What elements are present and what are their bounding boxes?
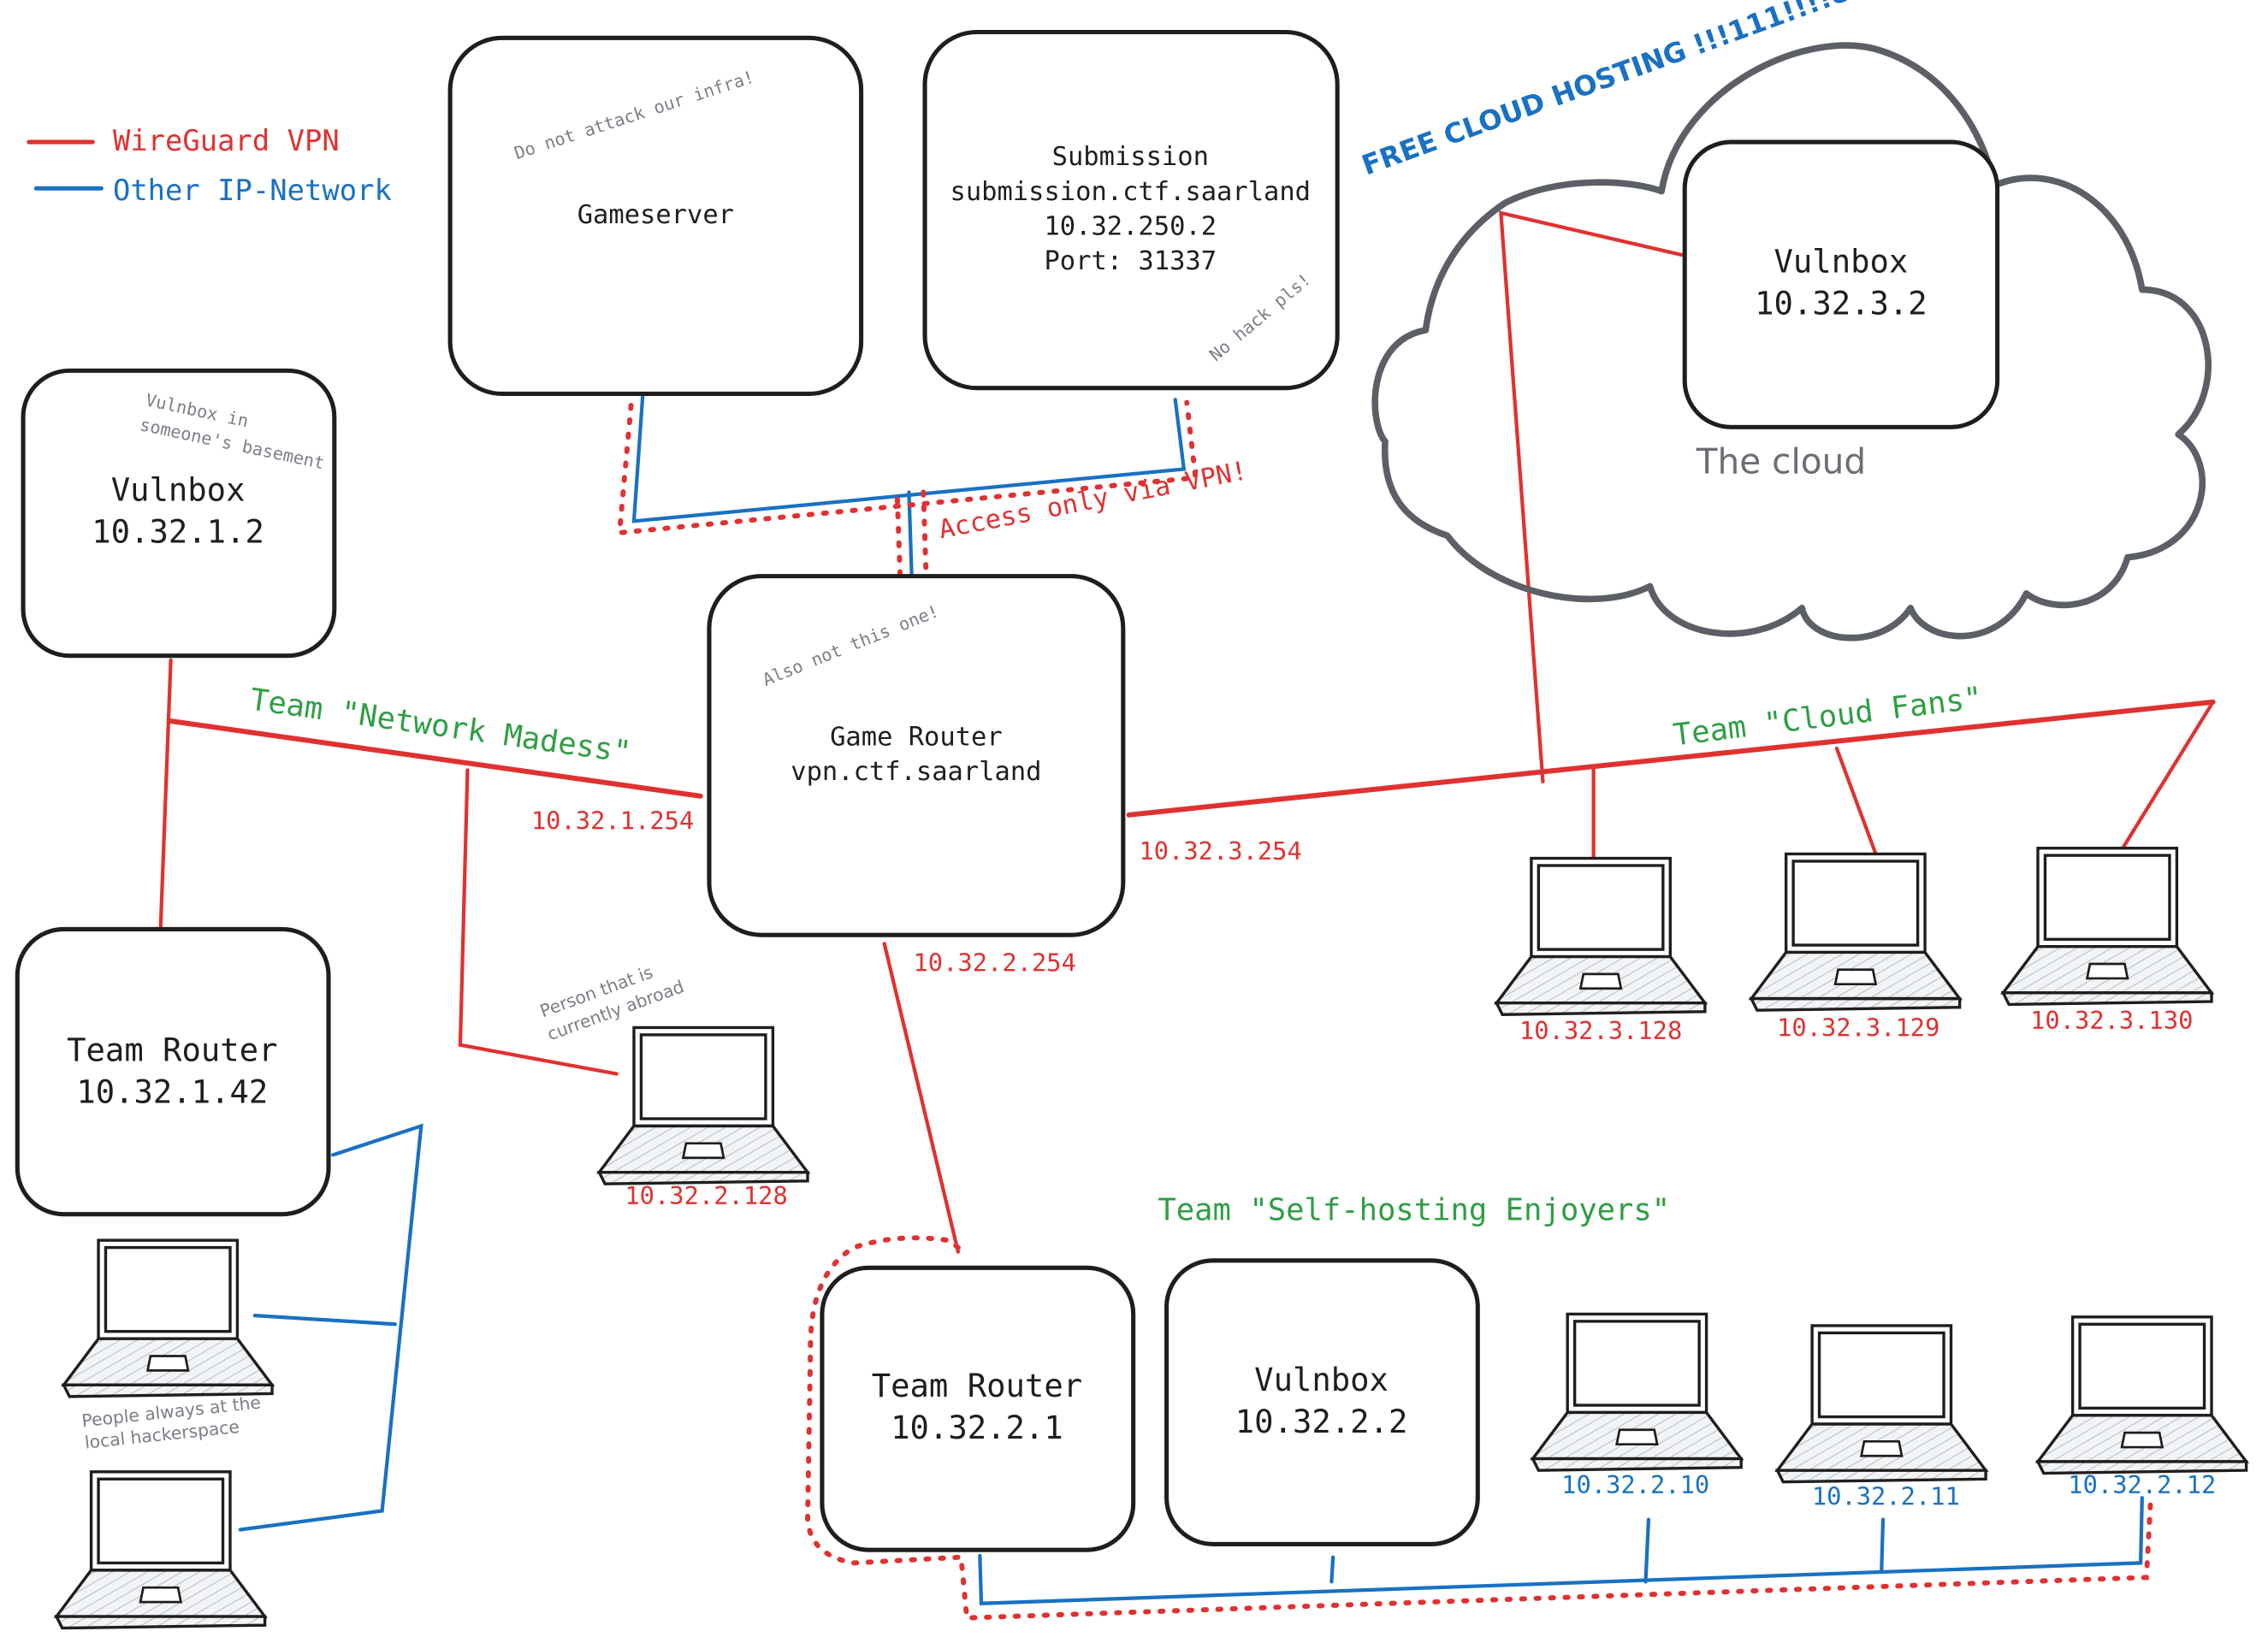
nm-abroad-ip: 10.32.2.128 <box>625 1181 787 1210</box>
nm-vulnbox-line-1: Vulnbox <box>111 471 246 509</box>
cf-laptop-3[interactable] <box>2001 846 2213 1007</box>
nm-lan-laptop1 <box>252 1314 397 1327</box>
nm-abroad-laptop[interactable] <box>597 1025 809 1185</box>
team-self-hosting-label: Team "Self-hosting Enjoyers" <box>1158 1192 1670 1227</box>
nm-vulnbox-line-2: 10.32.1.2 <box>92 513 264 551</box>
cloud-label: The cloud <box>1696 441 1866 482</box>
submission-line-2: submission.ctf.saarland <box>950 177 1311 207</box>
sh-lan-line <box>978 1496 2144 1605</box>
cloud-vulnbox-line-2: 10.32.3.2 <box>1755 284 1928 322</box>
cf-laptop-3-ip: 10.32.3.130 <box>2030 1006 2193 1035</box>
vpn-boundary-infra-gap <box>894 497 903 582</box>
nm-router-node[interactable]: Team Router 10.32.1.42 <box>15 926 331 1217</box>
cf-laptop2-link <box>1834 746 1878 856</box>
sh-router-line-2: 10.32.2.1 <box>891 1409 1063 1446</box>
sh-uplink <box>882 942 961 1254</box>
sh-vulnbox-line-2: 10.32.2.2 <box>1235 1403 1408 1440</box>
game-router-ip-team1: 10.32.1.254 <box>531 807 694 836</box>
vpn-boundary-infra <box>616 399 1199 536</box>
sh-vulnbox-line-1: Vulnbox <box>1254 1361 1389 1398</box>
gameserver-title: Gameserver <box>577 200 734 230</box>
cf-laptop-1[interactable] <box>1495 856 1707 1016</box>
sh-lan-laptop1 <box>1643 1517 1651 1584</box>
nm-router-line-2: 10.32.1.42 <box>76 1073 268 1110</box>
sh-laptop-2[interactable] <box>1775 1324 1987 1484</box>
nm-vulnbox-node[interactable]: Vulnbox in someone's basement Vulnbox 10… <box>21 368 337 659</box>
game-router-node[interactable]: Also not this one! Game Router vpn.ctf.s… <box>707 574 1126 937</box>
connections <box>158 210 2216 1621</box>
sh-router-node[interactable]: Team Router 10.32.2.1 <box>820 1265 1136 1552</box>
gameserver-node[interactable]: Do not attack our infra! Gameserver <box>447 35 864 397</box>
nm-hackerspace-laptop-1[interactable] <box>62 1238 274 1398</box>
sh-laptop-2-ip: 10.32.2.11 <box>1812 1482 1960 1511</box>
cf-backbone <box>1126 699 2216 818</box>
sh-lan-vulnbox <box>1329 1555 1335 1584</box>
legend-vpn-label: WireGuard VPN <box>113 124 340 157</box>
game-router-ip-team3: 10.32.3.254 <box>1139 836 1301 866</box>
submission-line-1: Submission <box>1052 142 1209 172</box>
vpn-boundary-selfhosting <box>805 1235 2153 1621</box>
cf-vulnbox-link <box>1499 210 1684 783</box>
cloud-vulnbox-line-1: Vulnbox <box>1774 242 1909 280</box>
access-note: Access only via VPN! <box>936 456 1249 545</box>
game-router-line-1: Game Router <box>830 723 1003 753</box>
nm-lan-line <box>238 1123 423 1532</box>
nm-backbone <box>166 718 703 799</box>
game-router-line-2: vpn.ctf.saarland <box>791 757 1041 787</box>
cf-laptop-2[interactable] <box>1750 852 1962 1012</box>
nm-abroad-link <box>458 768 619 1076</box>
cloud-vulnbox-node[interactable]: Vulnbox 10.32.3.2 <box>1682 139 2000 429</box>
cf-laptop3-link <box>2120 700 2215 852</box>
nm-hackerspace-laptop-2[interactable] <box>55 1470 267 1630</box>
sh-router-line-1: Team Router <box>872 1367 1082 1404</box>
sh-lan-laptop2 <box>1880 1517 1886 1572</box>
sh-laptop-3[interactable] <box>2036 1315 2248 1475</box>
cf-laptop-2-ip: 10.32.3.129 <box>1777 1014 1939 1043</box>
sh-laptop-1[interactable] <box>1531 1312 1743 1472</box>
submission-node[interactable]: Submission submission.ctf.saarland 10.32… <box>922 29 1340 391</box>
sh-laptop-1-ip: 10.32.2.10 <box>1561 1470 1709 1499</box>
sh-laptop-3-ip: 10.32.2.12 <box>2068 1470 2216 1499</box>
nm-vulnbox-link <box>158 658 173 929</box>
game-router-ip-team2: 10.32.2.254 <box>914 948 1076 977</box>
vpn-boundary-infra-gap2 <box>921 489 929 585</box>
legend: WireGuard VPN Other IP-Network <box>27 124 392 207</box>
nm-router-line-1: Team Router <box>67 1031 277 1068</box>
submission-line-3: 10.32.250.2 <box>1044 211 1217 241</box>
legend-net-label: Other IP-Network <box>113 174 392 207</box>
sh-vulnbox-node[interactable]: Vulnbox 10.32.2.2 <box>1164 1258 1480 1546</box>
cf-laptop-1-ip: 10.32.3.128 <box>1519 1016 1682 1045</box>
submission-line-4: Port: 31337 <box>1044 246 1217 276</box>
